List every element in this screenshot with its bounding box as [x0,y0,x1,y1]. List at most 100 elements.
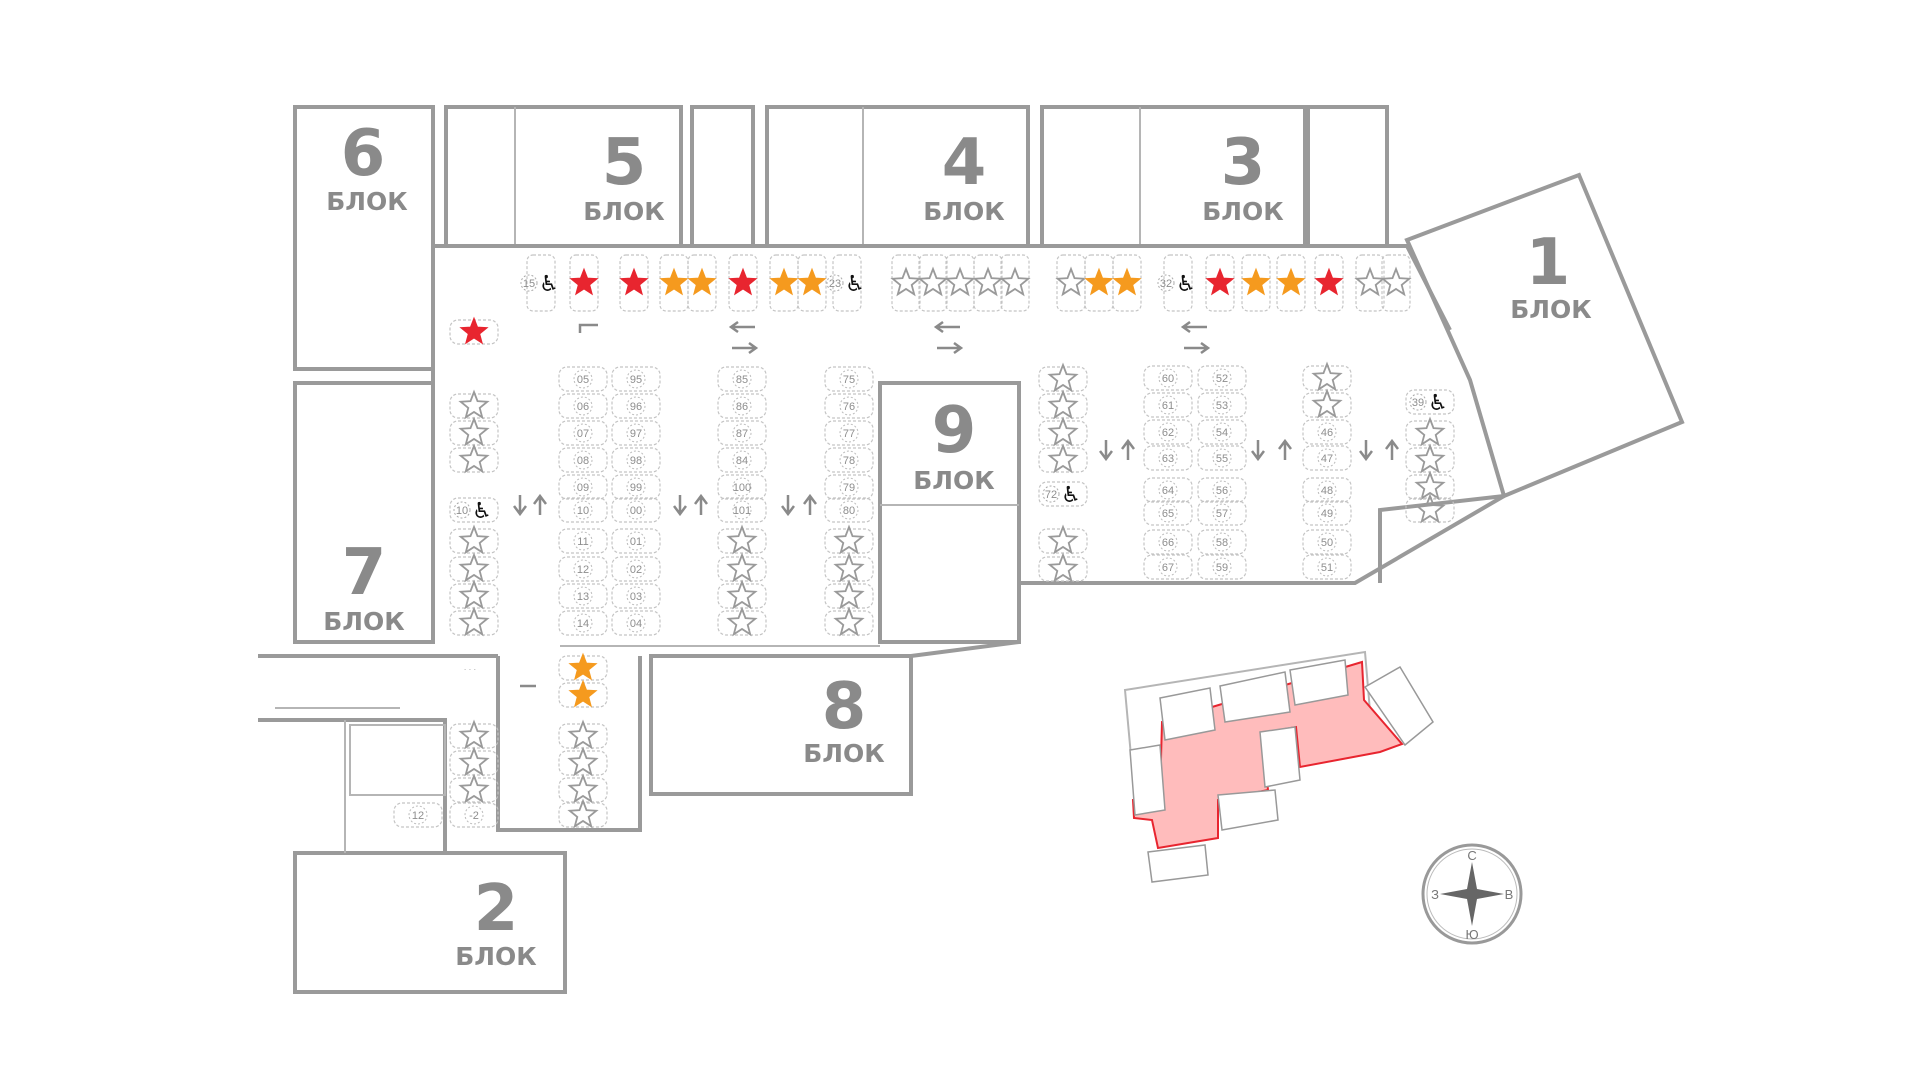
parking-spot[interactable]: 64 [1143,477,1193,503]
parking-spot[interactable]: 10 [558,497,608,523]
parking-spot[interactable]: 59 [1197,554,1247,580]
parking-spot[interactable]: 87 [717,420,767,446]
parking-spot[interactable] [1314,254,1344,312]
parking-spot[interactable] [824,606,874,637]
block-7[interactable]: 7 БЛОК [293,381,435,644]
block-8[interactable]: 8 БЛОК [649,654,913,796]
parking-spot[interactable] [797,254,827,312]
parking-spot[interactable] [449,606,499,637]
parking-spot[interactable]: 23♿ [826,254,865,312]
parking-spot[interactable]: 72♿ [1038,481,1088,508]
parking-spot[interactable] [1055,254,1087,312]
parking-spot[interactable] [1038,362,1088,393]
parking-spot[interactable] [1205,254,1235,312]
parking-spot[interactable] [449,719,499,750]
block-3[interactable]: 3 БЛОК [1040,105,1307,248]
parking-spot[interactable]: -2 [449,802,499,828]
parking-spot[interactable] [917,254,949,312]
parking-spot[interactable] [1276,254,1306,312]
parking-spot[interactable] [1038,524,1088,555]
parking-spot[interactable] [449,746,499,777]
parking-spot[interactable] [659,254,689,312]
parking-spot[interactable] [717,606,767,637]
parking-spot[interactable] [824,552,874,583]
parking-spot[interactable]: 11 [558,528,608,554]
block-4[interactable]: 4 БЛОК [765,105,1030,248]
parking-spot[interactable] [558,773,608,804]
parking-spot[interactable]: 39♿ [1405,389,1455,416]
parking-spot[interactable] [769,254,799,312]
parking-spot[interactable]: 84 [717,447,767,473]
parking-spot[interactable] [449,579,499,610]
parking-spot[interactable]: 52 [1197,365,1247,391]
parking-spot[interactable]: 55 [1197,445,1247,471]
parking-spot[interactable] [1084,254,1114,312]
parking-spot[interactable] [999,254,1031,312]
parking-spot[interactable]: 47 [1302,445,1352,471]
parking-spot[interactable] [1038,552,1088,583]
parking-spot[interactable] [1112,254,1142,312]
parking-spot[interactable]: 05 [558,366,608,392]
parking-spot[interactable]: 77 [824,420,874,446]
parking-spot[interactable]: 100 [717,474,767,500]
parking-spot[interactable]: 66 [1143,529,1193,555]
parking-spot[interactable]: 97 [611,420,661,446]
parking-spot[interactable] [1380,254,1412,312]
parking-spot[interactable]: 57 [1197,500,1247,526]
parking-spot[interactable] [619,254,649,312]
parking-spot[interactable] [1038,416,1088,447]
parking-spot[interactable]: 61 [1143,392,1193,418]
parking-spot[interactable] [558,679,608,708]
parking-spot[interactable] [558,719,608,750]
parking-spot[interactable] [1302,388,1352,419]
parking-spot[interactable]: 12 [558,556,608,582]
parking-spot[interactable]: 15♿ [520,254,559,312]
parking-spot[interactable]: 67 [1143,554,1193,580]
parking-spot[interactable]: 13 [558,583,608,609]
parking-spot[interactable]: 07 [558,420,608,446]
parking-spot[interactable]: 58 [1197,529,1247,555]
parking-spot[interactable] [824,579,874,610]
parking-spot[interactable]: 03 [611,583,661,609]
parking-spot[interactable] [558,652,608,681]
parking-spot[interactable]: 50 [1302,529,1352,555]
parking-spot[interactable] [449,773,499,804]
parking-spot[interactable] [1241,254,1271,312]
parking-spot[interactable]: 96 [611,393,661,419]
parking-spot[interactable]: 60 [1143,365,1193,391]
block-9[interactable]: 9 БЛОК [878,381,1021,644]
parking-spot[interactable]: 101 [717,497,767,523]
parking-spot[interactable]: 04 [611,610,661,636]
parking-spot[interactable] [972,254,1004,312]
parking-spot[interactable]: 14 [558,610,608,636]
parking-spot[interactable] [890,254,922,312]
parking-spot[interactable]: 53 [1197,392,1247,418]
parking-spot[interactable]: 85 [717,366,767,392]
parking-spot[interactable] [449,416,499,447]
parking-spot[interactable] [1354,254,1386,312]
block-6[interactable]: 6 БЛОК [293,105,435,371]
parking-spot[interactable]: 79 [824,474,874,500]
block-2[interactable]: 2 БЛОК [293,851,567,994]
parking-spot[interactable] [569,254,599,312]
parking-spot[interactable]: 49 [1302,500,1352,526]
block-1[interactable]: 1 БЛОК [1404,172,1685,499]
parking-spot[interactable] [449,524,499,555]
parking-spot[interactable] [558,798,608,829]
parking-spot[interactable] [1405,443,1455,474]
parking-spot[interactable]: 06 [558,393,608,419]
parking-spot[interactable]: 01 [611,528,661,554]
parking-spot[interactable] [824,524,874,555]
parking-spot[interactable] [449,316,499,345]
parking-spot[interactable]: 76 [824,393,874,419]
parking-spot[interactable]: 65 [1143,500,1193,526]
parking-spot[interactable]: 48 [1302,477,1352,503]
parking-spot[interactable] [449,389,499,420]
parking-spot[interactable]: 80 [824,497,874,523]
parking-spot[interactable]: 62 [1143,419,1193,445]
parking-spot[interactable]: 00 [611,497,661,523]
parking-spot[interactable]: 75 [824,366,874,392]
parking-spot[interactable]: 51 [1302,554,1352,580]
parking-spot[interactable]: 12 [393,802,443,828]
parking-spot[interactable] [558,746,608,777]
